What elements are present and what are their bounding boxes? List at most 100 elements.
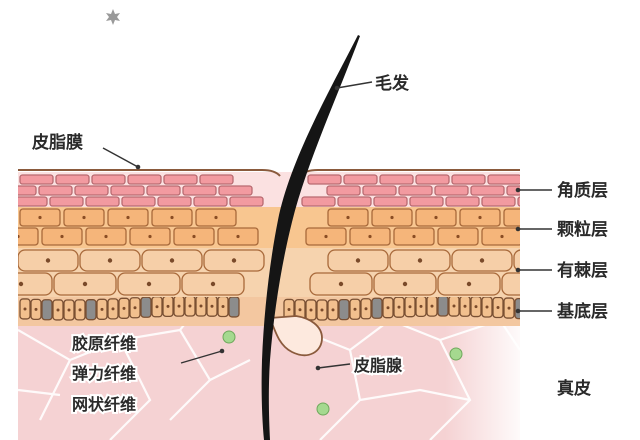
basale-cells xyxy=(19,295,520,321)
label-stratum-granulosum: 颗粒层 xyxy=(557,219,608,240)
basale-cell xyxy=(140,296,152,318)
basale-cell xyxy=(41,299,53,321)
cell-nucleus xyxy=(496,306,500,310)
granulosum-cell xyxy=(18,227,39,246)
corneum-cell xyxy=(343,174,378,185)
basale-cell xyxy=(338,298,350,321)
cell-nucleus xyxy=(170,215,174,220)
sebaceous-gland-shape xyxy=(268,315,323,357)
corneum-cell xyxy=(434,185,469,196)
corneum-cell xyxy=(157,196,192,207)
basale-cell xyxy=(371,297,383,319)
corneum-cell xyxy=(481,196,516,207)
label-reticular-fiber: 网状纤维 xyxy=(72,395,136,414)
corneum-cell xyxy=(121,196,156,207)
cell-nucleus xyxy=(287,307,291,311)
cell-nucleus xyxy=(221,305,225,309)
cell-nucleus xyxy=(331,308,335,312)
corneum-cell xyxy=(199,174,234,185)
corneum-cell xyxy=(163,174,198,185)
dermis-dot xyxy=(222,330,236,344)
corneum-cell xyxy=(487,174,520,185)
cell-nucleus xyxy=(111,307,115,311)
cell-nucleus xyxy=(320,308,324,312)
label-sebum-film: 皮脂膜 xyxy=(32,132,83,153)
cell-nucleus xyxy=(412,234,416,239)
cell-nucleus xyxy=(542,258,546,262)
cell-nucleus xyxy=(353,307,357,311)
cell-nucleus xyxy=(107,258,113,263)
label-stratum-corneum: 角质层 xyxy=(557,180,608,201)
cell-nucleus xyxy=(346,215,350,220)
corneum-cell xyxy=(18,196,48,207)
cell-nucleus xyxy=(507,306,511,310)
corneum-cell xyxy=(379,174,414,185)
cell-nucleus xyxy=(155,305,159,309)
cell-nucleus xyxy=(364,307,368,311)
corneum-cell xyxy=(373,196,408,207)
cell-nucleus xyxy=(466,281,472,287)
cell-nucleus xyxy=(166,304,170,308)
cell-nucleus xyxy=(419,304,423,308)
corneum-cell xyxy=(409,196,444,207)
corneum-cell xyxy=(301,196,336,207)
cell-nucleus xyxy=(18,234,20,239)
corneum-cell xyxy=(326,185,361,196)
cell-nucleus xyxy=(417,258,423,263)
leader-lines xyxy=(102,81,552,369)
cell-nucleus xyxy=(531,282,535,286)
corneum-cell xyxy=(55,174,90,185)
spinosum-cell xyxy=(18,272,53,296)
corneum-cell xyxy=(127,174,162,185)
cell-nucleus xyxy=(146,281,152,287)
corneum-cell xyxy=(337,196,372,207)
label-hair: 毛发 xyxy=(375,73,410,94)
granulosum-cell xyxy=(503,208,520,227)
cell-nucleus xyxy=(434,215,438,220)
cell-nucleus xyxy=(500,234,504,239)
cell-nucleus xyxy=(45,258,51,263)
cell-nucleus xyxy=(430,304,434,308)
corneum-cell xyxy=(415,174,450,185)
corneum-cell xyxy=(362,185,397,196)
label-dermis: 真皮 xyxy=(557,378,591,399)
corneum-cell xyxy=(91,174,126,185)
cell-nucleus xyxy=(298,308,302,312)
corneum-cell xyxy=(398,185,433,196)
corneum-cell xyxy=(445,196,480,207)
corneum-cells xyxy=(18,174,520,207)
corneum-cell xyxy=(49,196,84,207)
cell-nucleus xyxy=(390,215,394,220)
cell-nucleus xyxy=(104,234,108,239)
cell-nucleus xyxy=(236,234,240,239)
cell-nucleus xyxy=(478,215,482,220)
star-icon xyxy=(106,9,120,25)
cell-nucleus xyxy=(386,306,390,310)
cell-nucleus xyxy=(169,258,175,263)
corneum-cell xyxy=(74,185,109,196)
cell-nucleus xyxy=(522,216,525,219)
hair-shaft[interactable] xyxy=(261,35,360,440)
corneum-cell xyxy=(110,185,145,196)
corneum-cell xyxy=(218,185,253,196)
corneum-cell xyxy=(451,174,486,185)
cell-nucleus xyxy=(177,304,181,308)
basale-cell xyxy=(228,296,240,318)
cell-nucleus xyxy=(324,234,328,239)
cell-nucleus xyxy=(338,281,344,287)
cell-nucleus xyxy=(355,258,361,263)
leader-dots xyxy=(135,85,521,371)
label-elastic-fiber: 弹力纤维 xyxy=(72,364,136,383)
label-sebaceous-gland: 皮脂腺 xyxy=(353,356,403,375)
corneum-cell xyxy=(517,196,520,207)
corneum-cell xyxy=(146,185,181,196)
cell-nucleus xyxy=(368,234,372,239)
cell-nucleus xyxy=(479,258,485,263)
cell-nucleus xyxy=(485,305,489,309)
cell-nucleus xyxy=(126,215,130,220)
cell-nucleus xyxy=(82,215,86,220)
cell-nucleus xyxy=(133,306,137,310)
cell-nucleus xyxy=(210,304,214,308)
corneum-cell xyxy=(85,196,120,207)
